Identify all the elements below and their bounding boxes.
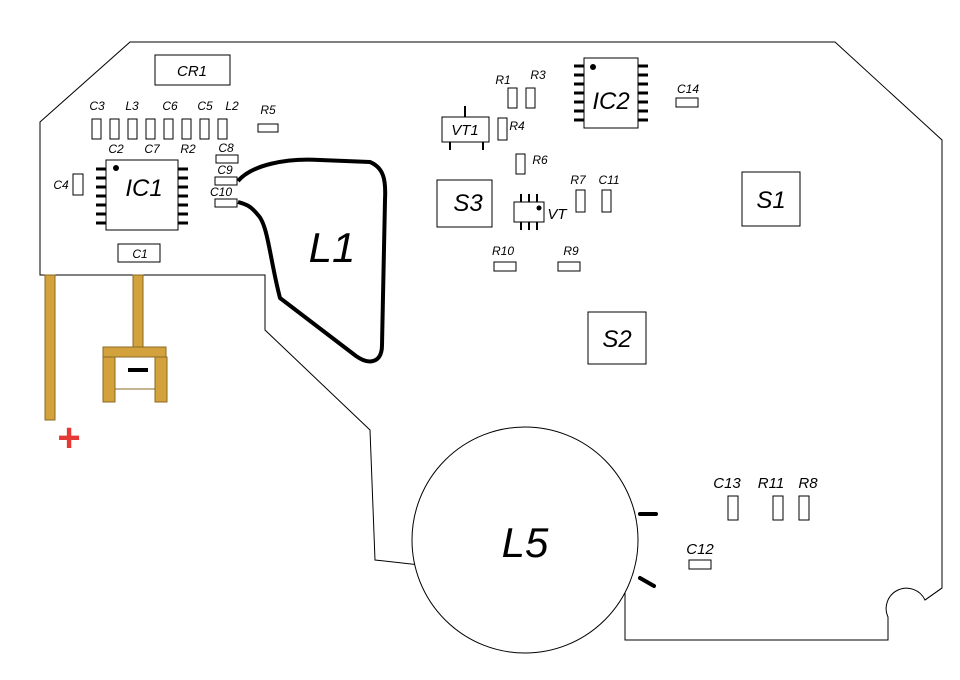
- negative-mark: [128, 368, 148, 372]
- r7-label: R7: [570, 173, 587, 187]
- r2-label: R2: [180, 142, 196, 156]
- r11-body: [772, 495, 784, 521]
- c4-label: C4: [53, 178, 69, 192]
- c5-label: C5: [197, 99, 213, 113]
- cr1-body: [154, 54, 231, 86]
- ic1-chip: [96, 159, 188, 231]
- r5-label: R5: [260, 103, 276, 117]
- s2-switch: [587, 311, 647, 365]
- l5-label: L5: [502, 519, 549, 566]
- r1-body: [507, 87, 518, 109]
- c13-body: [727, 495, 739, 521]
- r3-label: R3: [530, 68, 546, 82]
- l1-coil: [236, 157, 388, 364]
- c8-body: [215, 154, 239, 164]
- r6-label: R6: [532, 153, 548, 167]
- ic2-chip: [574, 57, 648, 129]
- r10-label: R10: [492, 244, 514, 258]
- c6-label: C6: [162, 99, 178, 113]
- r9-body: [557, 261, 581, 272]
- r8-label: R8: [798, 475, 818, 492]
- s3-switch: [436, 179, 493, 228]
- r9-label: R9: [563, 244, 579, 258]
- part-row-2: [109, 118, 120, 140]
- r3-body: [525, 87, 536, 109]
- s1-label: S1: [756, 187, 785, 214]
- c11-body: [601, 189, 612, 213]
- r5-body: [257, 123, 279, 133]
- c9-body: [214, 176, 238, 186]
- c5-body: [199, 118, 210, 140]
- l5-leads: [638, 512, 658, 588]
- r4-body: [497, 117, 508, 141]
- c9-label: C9: [217, 163, 233, 177]
- r6-body: [515, 153, 526, 175]
- c7-label: C7: [144, 142, 161, 156]
- l5-coil: [411, 426, 639, 654]
- c2-label: C2: [108, 142, 124, 156]
- l3-body: [127, 118, 138, 140]
- r4-label: R4: [509, 119, 525, 133]
- s3-label: S3: [453, 190, 483, 217]
- ic1-label: IC1: [125, 175, 162, 202]
- l3-label: L3: [125, 99, 139, 113]
- r7-body: [575, 189, 586, 213]
- s1-switch: [741, 171, 801, 227]
- part-row-4: [145, 118, 156, 140]
- cr1-label: CR1: [177, 63, 207, 80]
- c8-label: C8: [218, 141, 234, 155]
- r1-label: R1: [495, 73, 510, 87]
- s2-label: S2: [602, 326, 631, 353]
- r8-body: [798, 495, 810, 521]
- c4-body: [72, 173, 84, 196]
- vt1-label: VT1: [451, 122, 479, 139]
- vt-transistor: [513, 194, 545, 230]
- c3-label: C3: [89, 99, 105, 113]
- vt1-transistor: [441, 106, 490, 150]
- negative-terminal: [102, 274, 168, 403]
- c13-label: C13: [713, 475, 741, 492]
- board-outline: [39, 41, 943, 641]
- l1-label: L1: [309, 224, 356, 271]
- vt-label: VT: [547, 206, 568, 223]
- c6-body: [163, 118, 174, 140]
- c14-body: [675, 97, 699, 108]
- l2-label: L2: [225, 99, 239, 113]
- c1-body: [117, 243, 161, 263]
- c10-body: [214, 198, 238, 208]
- c11-label: C11: [598, 173, 619, 187]
- mounting-notch: [924, 587, 943, 601]
- r11-label: R11: [758, 475, 784, 492]
- c10-label: C10: [210, 185, 232, 199]
- c12-body: [688, 559, 712, 570]
- c14-label: C14: [677, 82, 699, 96]
- c3-body: [91, 118, 102, 140]
- positive-terminal: [44, 274, 56, 421]
- c1-label: C1: [132, 247, 147, 261]
- positive-mark: +: [57, 416, 80, 460]
- r10-body: [493, 261, 517, 272]
- ic2-label: IC2: [592, 88, 629, 115]
- l2-body: [217, 118, 228, 140]
- c12-label: C12: [686, 541, 714, 558]
- part-row-6: [181, 118, 192, 140]
